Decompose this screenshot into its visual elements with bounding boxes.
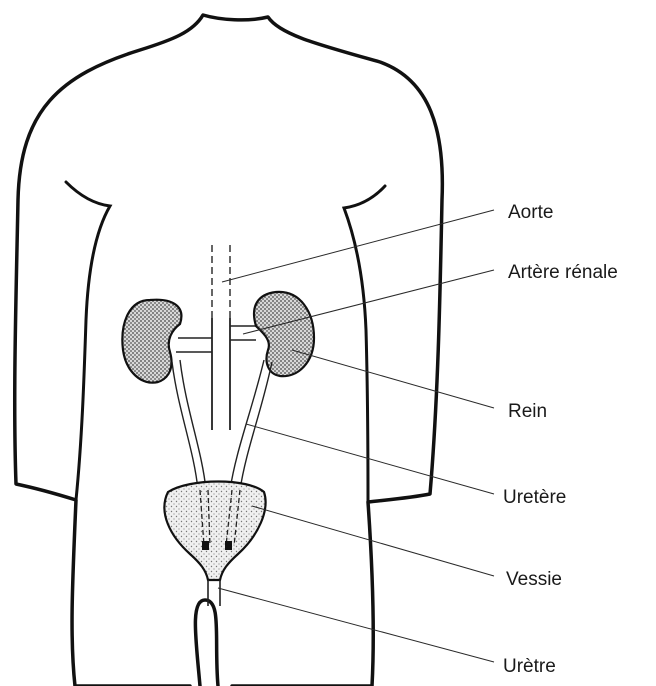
- renal-artery-left: [176, 338, 212, 352]
- body-outline: [15, 15, 443, 686]
- aorta: [212, 318, 230, 430]
- leader-uretere: [246, 424, 494, 494]
- left-arm-inner-curve: [66, 182, 110, 500]
- label-rein: Rein: [508, 401, 547, 422]
- leader-rein: [292, 350, 494, 408]
- label-artere-renale: Artère rénale: [508, 262, 618, 283]
- right-ureter-opening: [225, 541, 232, 550]
- renal-artery-right: [230, 326, 258, 340]
- bladder: [164, 482, 265, 581]
- left-ureter-opening: [202, 541, 209, 550]
- label-vessie: Vessie: [506, 569, 562, 590]
- leader-uretre: [218, 588, 494, 662]
- label-uretere: Uretère: [503, 487, 566, 508]
- label-uretre: Urètre: [503, 656, 556, 677]
- right-arm-inner-curve: [344, 186, 385, 502]
- label-aorte: Aorte: [508, 202, 553, 223]
- left-ureter: [172, 360, 206, 490]
- leader-aorte: [222, 210, 494, 282]
